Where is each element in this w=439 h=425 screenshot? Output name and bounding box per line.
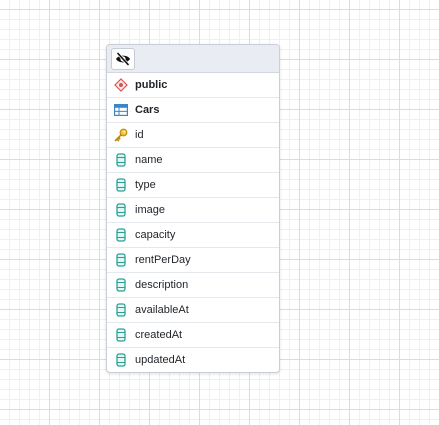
column-icon — [114, 153, 128, 167]
column-row-description[interactable]: description — [107, 273, 279, 298]
column-label: updatedAt — [135, 354, 186, 366]
column-icon — [114, 203, 128, 217]
column-icon — [114, 253, 128, 267]
primary-key-label: id — [135, 129, 144, 141]
key-icon — [114, 128, 128, 142]
entity-header — [107, 45, 279, 73]
schema-row[interactable]: public — [107, 73, 279, 98]
column-icon — [114, 178, 128, 192]
column-icon — [114, 353, 128, 367]
column-row-type[interactable]: type — [107, 173, 279, 198]
column-row-availableAt[interactable]: availableAt — [107, 298, 279, 323]
column-icon — [114, 278, 128, 292]
column-row-updatedAt[interactable]: updatedAt — [107, 348, 279, 372]
column-row-name[interactable]: name — [107, 148, 279, 173]
entity-card[interactable]: public Cars id — [106, 44, 280, 373]
schema-label: public — [135, 79, 168, 91]
column-icon — [114, 328, 128, 342]
column-row-image[interactable]: image — [107, 198, 279, 223]
column-icon — [114, 228, 128, 242]
eye-off-icon — [116, 51, 130, 66]
column-row-capacity[interactable]: capacity — [107, 223, 279, 248]
column-label: name — [135, 154, 163, 166]
primary-key-row[interactable]: id — [107, 123, 279, 148]
column-label: type — [135, 179, 156, 191]
column-label: rentPerDay — [135, 254, 191, 266]
column-row-rentPerDay[interactable]: rentPerDay — [107, 248, 279, 273]
column-label: createdAt — [135, 329, 183, 341]
column-label: capacity — [135, 229, 176, 241]
column-icon — [114, 303, 128, 317]
column-row-createdAt[interactable]: createdAt — [107, 323, 279, 348]
column-label: description — [135, 279, 189, 291]
visibility-toggle-button[interactable] — [111, 47, 135, 70]
table-icon — [114, 103, 128, 117]
schema-diamond-icon — [114, 78, 128, 92]
column-label: image — [135, 204, 165, 216]
table-row[interactable]: Cars — [107, 98, 279, 123]
column-label: availableAt — [135, 304, 189, 316]
table-label: Cars — [135, 104, 160, 116]
